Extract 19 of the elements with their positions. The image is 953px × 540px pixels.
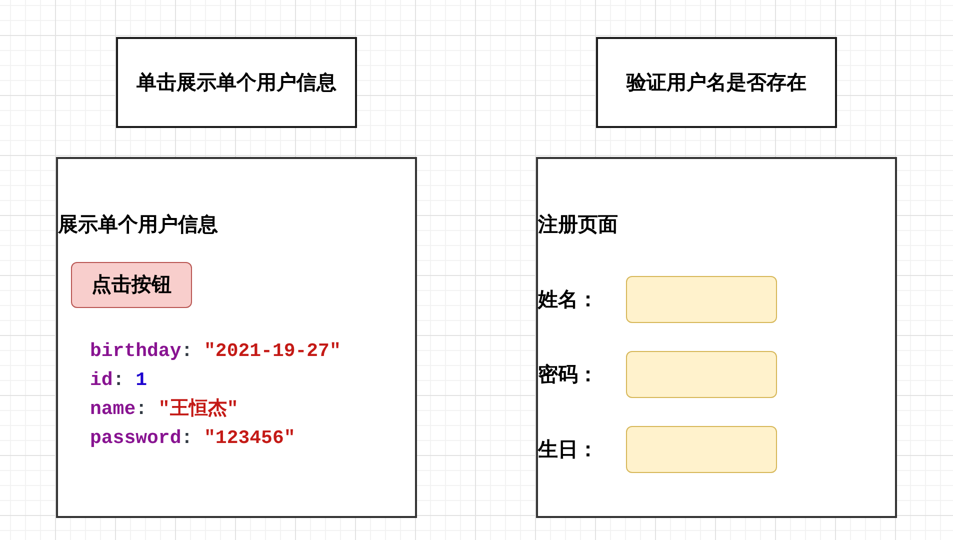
code-line: id: 1: [90, 368, 148, 393]
click-button: 点击按钮: [71, 262, 192, 308]
code-line: password: "123456": [90, 426, 296, 451]
field-label: 姓名：: [538, 288, 598, 312]
input-field: [626, 276, 777, 323]
field-label: 生日：: [538, 438, 598, 462]
title-text: 验证用户名是否存在: [626, 70, 806, 96]
panel-heading: 注册页面: [538, 213, 618, 237]
title-box: [596, 37, 837, 128]
panel-box: [536, 157, 897, 518]
panel-box: [56, 157, 417, 518]
title-box: [116, 37, 357, 128]
input-field: [626, 351, 777, 398]
input-field: [626, 426, 777, 473]
field-label: 密码：: [538, 362, 598, 388]
title-text: 单击展示单个用户信息: [136, 70, 336, 96]
panel-heading: 展示单个用户信息: [58, 213, 218, 237]
code-line: name: "王恒杰": [90, 397, 240, 422]
code-line: birthday: "2021-19-27": [90, 339, 341, 364]
